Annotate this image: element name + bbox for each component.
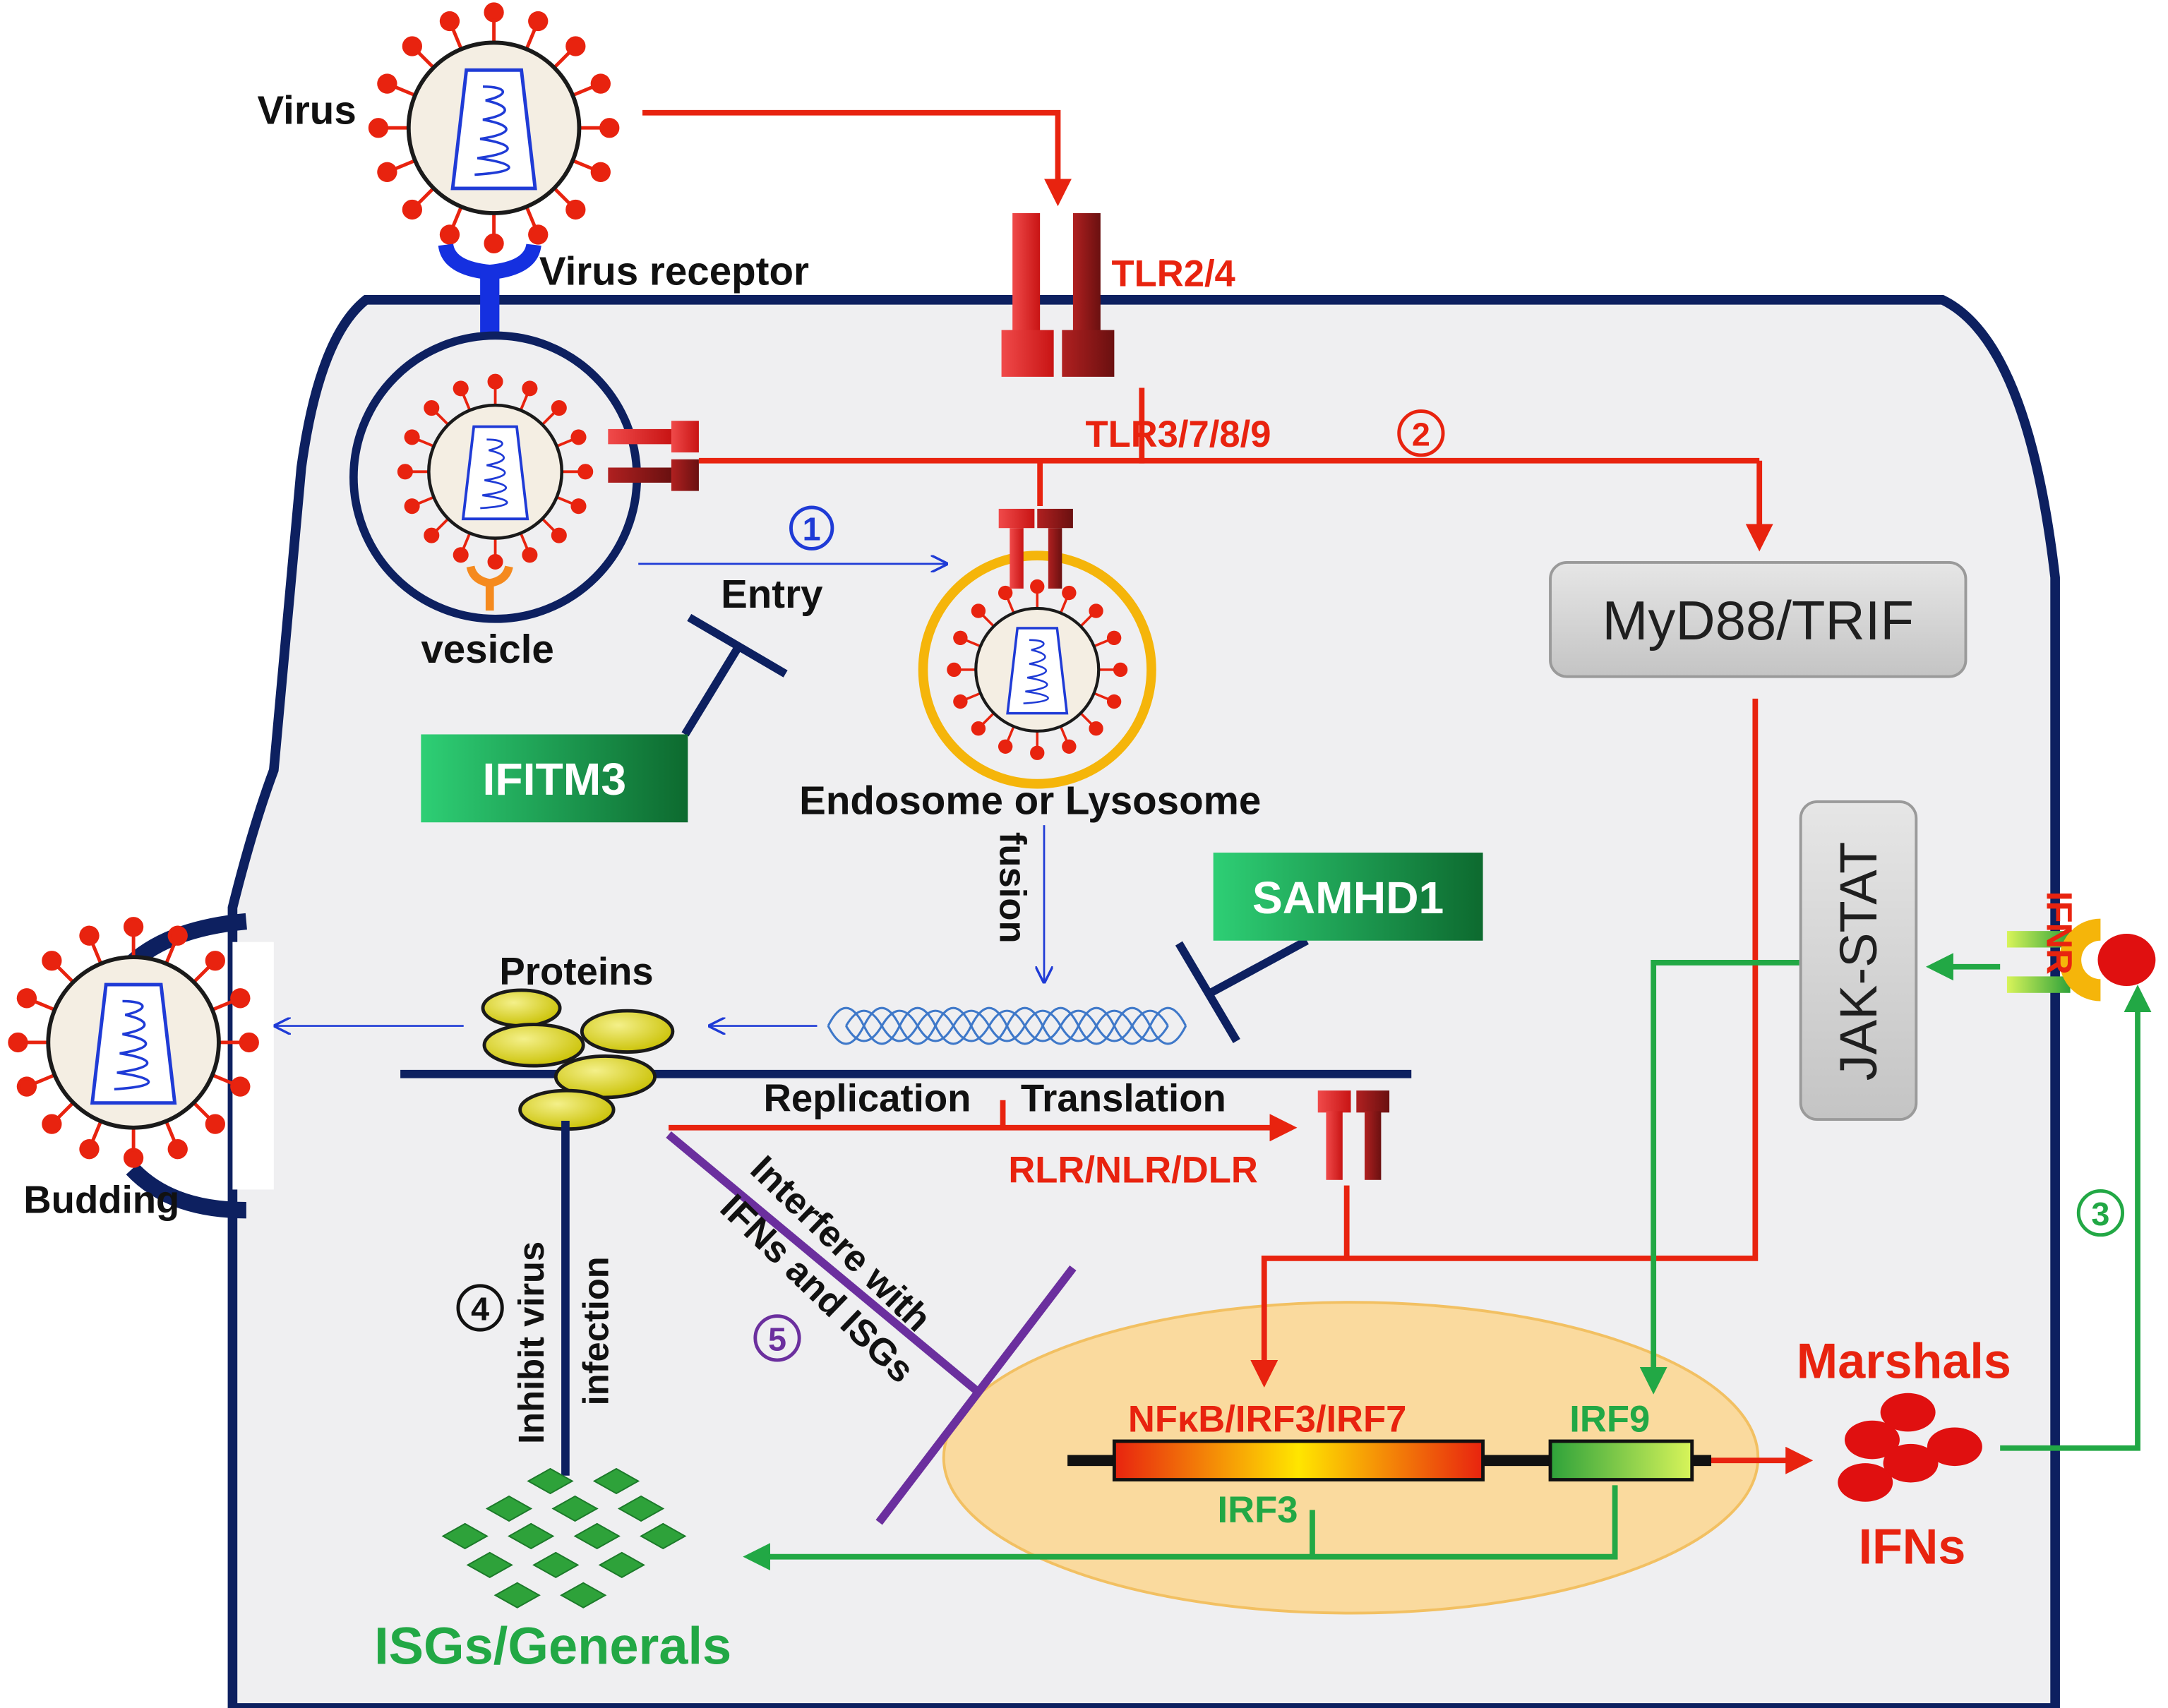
ifn-signaling-arrows [743,953,2152,1571]
isg-diamond-icon [441,1467,687,1608]
infection-label: infection [575,1256,616,1405]
interfere-inhibit-symbol [666,1131,1077,1525]
svg-text:4: 4 [471,1291,489,1328]
entry-arrows [275,564,1044,1026]
tlr3789-label: TLR3/7/8/9 [1085,414,1271,455]
irf3-label: IRF3 [1218,1489,1298,1531]
step-4-badge: 4 [456,1284,504,1332]
gene-irf9 [1548,1439,1694,1481]
myd88-trif-box: MyD88/TRIF [1549,560,1968,678]
ifnr-label: IFNR [2039,891,2079,975]
step-5-badge: 5 [753,1314,801,1362]
svg-text:2: 2 [1412,416,1430,452]
tlr-vesicle-receptor-icon [608,421,699,491]
vesicle-virus-icon [399,375,592,569]
proteins-label: Proteins [499,950,653,993]
nfkb-label: NFκB/IRF3/IRF7 [1128,1398,1407,1440]
translation-label: Translation [1021,1076,1226,1119]
tlr-signaling-arrows [642,109,1814,1474]
virus-receptor-icon [438,243,541,333]
samhd1-box: SAMHD1 [1213,853,1483,941]
fusion-label: fusion [992,832,1034,944]
svg-text:3: 3 [2091,1196,2109,1232]
virus-particle-icon [370,4,618,252]
jak-stat-box: JAK-STAT [1799,800,1918,1121]
tlr-endosome-receptor-icon [998,508,1073,589]
budding-virus-icon [10,919,258,1167]
vesicle-inner-receptor [466,565,513,611]
rlr-label: RLR/NLR/DLR [1008,1150,1258,1191]
inhibit-label: Inhibit virus [511,1241,551,1444]
virus-label: Virus [257,88,356,132]
ifitm3-inhibit-symbol [681,613,788,737]
tlr24-label: TLR2/4 [1111,253,1235,294]
endosome-label: Endosome or Lysosome [799,778,1261,822]
samhd1-inhibit-symbol [1175,937,1309,1043]
rna-helix-icon [827,1006,1187,1045]
protein-blob-icon [481,988,675,1131]
budding-label: Budding [23,1179,179,1222]
jak-stat-label: JAK-STAT [1829,842,1888,1081]
ifn-droplet-icon [1838,1393,1982,1502]
ifitm3-box: IFITM3 [421,734,688,823]
endosome-virus-icon [948,581,1127,759]
marshals-label: Marshals [1797,1333,2011,1388]
svg-text:1: 1 [803,511,821,548]
virus-receptor-label: Virus receptor [539,248,809,293]
ifitm3-label: IFITM3 [483,754,627,805]
ifns-label: IFNs [1858,1519,1965,1574]
rlr-receptor-icon [1317,1090,1390,1180]
ifnr-receptor-icon [2006,918,2156,1002]
tlr24-receptor-icon [1001,213,1115,377]
samhd1-label: SAMHD1 [1252,872,1444,923]
irf9-label: IRF9 [1569,1398,1650,1440]
step-3-badge: 3 [2076,1189,2125,1237]
vesicle-label: vesicle [421,627,554,671]
gene-nfkb [1112,1439,1485,1481]
step-1-badge: 1 [789,505,834,551]
myd88-label: MyD88/TRIF [1602,589,1914,651]
svg-text:5: 5 [768,1321,786,1357]
replication-label: Replication [764,1076,971,1119]
step-2-badge: 2 [1397,409,1445,457]
isgs-label: ISGs/Generals [374,1617,731,1676]
entry-label: Entry [721,572,823,616]
